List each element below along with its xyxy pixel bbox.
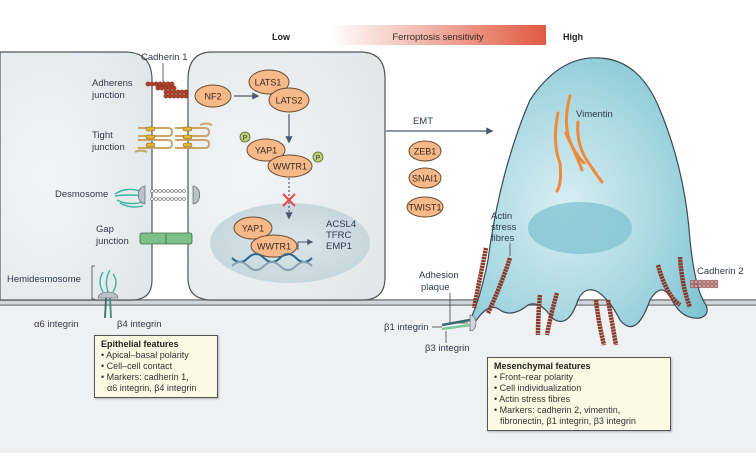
adherens-junction-label: Adherens xyxy=(92,78,133,89)
hemidesmosome xyxy=(97,269,119,319)
adhesion-plaque-label-2: plaque xyxy=(421,282,450,293)
target-gene-emp1: EMP1 xyxy=(326,241,352,252)
beta1-integrin-label: β1 integrin xyxy=(384,322,429,333)
actin-label-1: Actin xyxy=(491,211,512,222)
adhesion-plaque-label: Adhesion xyxy=(419,270,459,281)
svg-text:LATS2: LATS2 xyxy=(276,96,303,106)
transcription-arrow xyxy=(297,239,314,250)
svg-text:YAP1: YAP1 xyxy=(255,146,277,156)
lats1-protein: LATS1 xyxy=(248,69,290,95)
actin-stress-fibres xyxy=(471,247,693,346)
phospho-wwtr1-icon: P xyxy=(312,151,324,163)
epithelial-features-box: Epithelial features • Apical–basal polar… xyxy=(94,335,218,398)
cadherin-1-label: Cadherin 1 xyxy=(141,52,187,63)
actin-label-3: fibres xyxy=(491,233,514,244)
mesenchymal-nucleus xyxy=(528,202,632,254)
high-label: High xyxy=(563,32,583,42)
desmosome-label: Desmosome xyxy=(55,189,108,200)
inhibition-x-icon xyxy=(282,193,296,207)
adhesion-plaque xyxy=(469,314,477,332)
svg-text:LATS1: LATS1 xyxy=(255,78,282,88)
svg-text:P: P xyxy=(243,135,248,142)
nf2-protein: NF2 xyxy=(194,84,232,108)
gap-junction xyxy=(139,232,193,245)
beta-integrins xyxy=(441,318,471,331)
hemidesmosome-label: Hemidesmosome xyxy=(7,274,81,285)
svg-text:NF2: NF2 xyxy=(204,92,221,102)
nuclear-yap1-protein: YAP1 xyxy=(233,216,273,240)
svg-text:P: P xyxy=(316,155,321,162)
actin-label-2: stress xyxy=(491,222,517,233)
low-label: Low xyxy=(272,32,291,42)
phospho-yap1-icon: P xyxy=(239,131,251,143)
svg-text:WWTR1: WWTR1 xyxy=(273,162,307,172)
emt-label: EMT xyxy=(413,116,433,127)
tight-junction xyxy=(134,122,213,153)
target-gene-tfrc: TFRC xyxy=(326,230,351,241)
target-gene-acsl4: ACSL4 xyxy=(326,219,356,230)
mesenchymal-features-box: Mesenchymal features • Front–rear polari… xyxy=(487,357,671,431)
beta4-integrin-label: β4 integrin xyxy=(117,319,162,330)
zeb1-factor: ZEB1 xyxy=(408,140,442,162)
svg-text:TWIST1: TWIST1 xyxy=(409,203,442,213)
nuclear-wwtr1-protein: WWTR1 xyxy=(250,234,298,258)
vimentin-filaments xyxy=(553,94,604,193)
vimentin-label: Vimentin xyxy=(576,109,613,120)
svg-text:WWTR1: WWTR1 xyxy=(257,242,291,252)
svg-text:junction: junction xyxy=(91,142,125,153)
svg-text:ZEB1: ZEB1 xyxy=(414,147,437,157)
alpha6-integrin-label: α6 integrin xyxy=(34,319,79,330)
dna-helix xyxy=(231,253,313,271)
lats2-protein: LATS2 xyxy=(268,87,310,113)
svg-text:SNAI1: SNAI1 xyxy=(412,174,438,184)
twist1-factor: TWIST1 xyxy=(406,196,444,218)
yap1-protein: YAP1 xyxy=(246,138,286,162)
mesenchymal-cell xyxy=(469,57,708,328)
desmosome xyxy=(114,185,201,208)
epithelial-cell-left xyxy=(0,51,153,301)
svg-text:junction: junction xyxy=(91,90,125,101)
svg-text:YAP1: YAP1 xyxy=(242,224,264,234)
svg-text:junction: junction xyxy=(95,236,129,247)
sensitivity-gradient-bar xyxy=(330,25,546,45)
tight-junction-label: Tight xyxy=(92,130,113,141)
gap-junction-label: Gap xyxy=(96,224,114,235)
wwtr1-protein: WWTR1 xyxy=(267,154,313,178)
beta3-integrin-label: β3 integrin xyxy=(425,343,470,354)
snai1-factor: SNAI1 xyxy=(408,167,442,189)
cadherin-2-label: Cadherin 2 xyxy=(697,266,743,277)
adherens-junction-cadherin xyxy=(145,81,189,99)
cadherin-2 xyxy=(689,279,719,289)
sensitivity-title: Ferroptosis sensitivity xyxy=(392,32,484,43)
